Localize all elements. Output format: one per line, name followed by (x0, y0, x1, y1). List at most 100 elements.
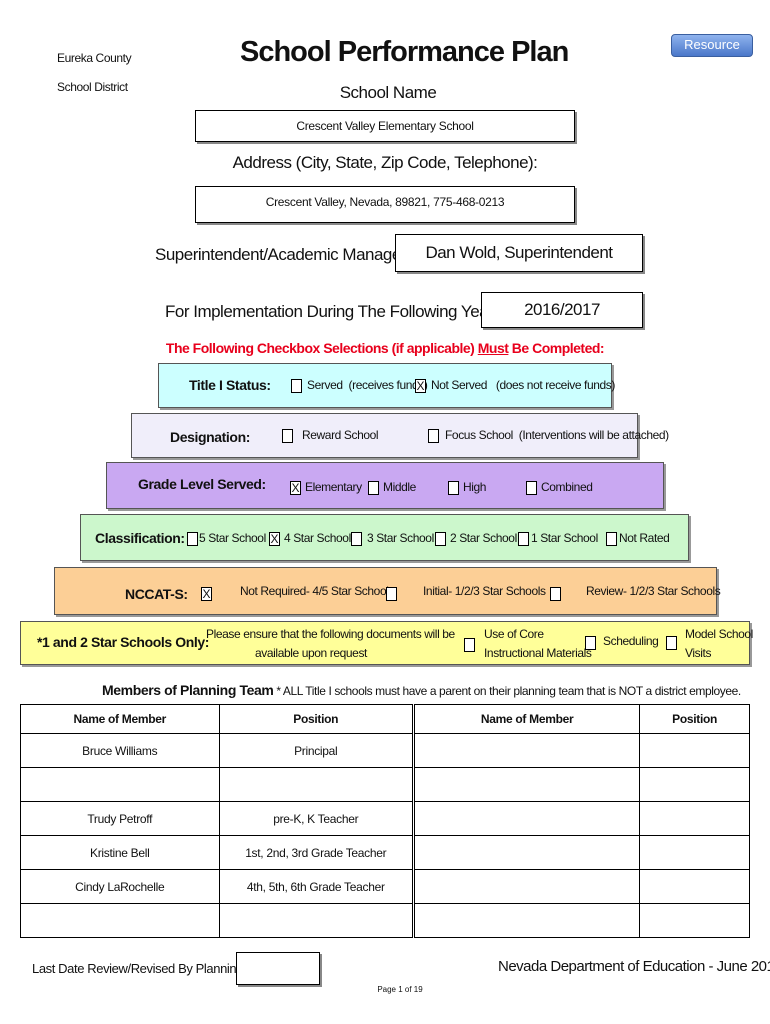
table-row[interactable] (413, 767, 750, 802)
low-star-section: *1 and 2 Star Schools Only: Please ensur… (20, 621, 753, 665)
member-position[interactable] (218, 903, 413, 938)
table-row[interactable] (20, 767, 413, 802)
low-star-note: Please ensure that the following documen… (206, 625, 455, 663)
model-visits-line1: Model School (685, 627, 753, 641)
member-name[interactable]: Cindy LaRochelle (20, 869, 220, 904)
table-row[interactable] (20, 903, 413, 938)
member-name[interactable] (413, 767, 641, 802)
not-required-checkbox[interactable]: X (201, 587, 212, 601)
title1-section: Title I Status: Served (receives funds) … (158, 363, 615, 408)
high-checkbox[interactable] (448, 481, 459, 495)
superintendent-field[interactable]: Dan Wold, Superintendent (395, 234, 643, 272)
member-position[interactable] (639, 733, 750, 768)
table-row[interactable] (413, 835, 750, 870)
core-materials-line1: Use of Core (484, 627, 544, 641)
resource-link-button[interactable]: Resource Link (671, 34, 753, 72)
scheduling-checkbox[interactable] (585, 636, 596, 650)
member-position[interactable]: 4th, 5th, 6th Grade Teacher (218, 869, 413, 904)
member-position[interactable] (639, 903, 750, 938)
member-name[interactable]: Kristine Bell (20, 835, 220, 870)
member-position[interactable] (218, 767, 413, 802)
planning-team-note: * ALL Title I schools must have a parent… (273, 684, 741, 698)
not-served-label: Not Served (does not receive funds) (431, 378, 615, 392)
2-star-label: 2 Star School (450, 531, 517, 545)
col-name-header: Name of Member (20, 704, 220, 734)
review-label: Review- 1/2/3 Star Schools (586, 584, 721, 598)
not-served-note: (does not receive funds) (495, 378, 616, 392)
initial-checkbox[interactable] (386, 587, 397, 601)
years-field[interactable]: 2016/2017 (481, 292, 643, 328)
designation-section: Designation: Reward School Focus School … (131, 413, 669, 458)
school-name-label: School Name (339, 83, 437, 102)
2-star-checkbox[interactable] (435, 532, 446, 546)
served-text: Served (307, 378, 343, 392)
review-date-field[interactable] (236, 952, 320, 985)
4-star-checkbox[interactable]: X (269, 532, 280, 546)
member-position[interactable] (639, 801, 750, 836)
table-row[interactable] (413, 903, 750, 938)
member-position[interactable]: pre-K, K Teacher (218, 801, 413, 836)
member-name[interactable] (20, 903, 220, 938)
review-checkbox[interactable] (550, 587, 561, 601)
notice-text-end: Be Completed: (508, 340, 605, 356)
5-star-label: 5 Star School (199, 531, 266, 545)
4-star-label: 4 Star School (284, 531, 351, 545)
core-materials-checkbox[interactable] (464, 638, 475, 652)
page-number: Page 1 of 19 (377, 985, 423, 994)
member-position[interactable]: Principal (218, 733, 413, 768)
low-star-note-line1: Please ensure that the following documen… (206, 627, 455, 641)
focus-checkbox[interactable] (428, 429, 439, 443)
notice-must: Must (477, 340, 509, 356)
member-name[interactable]: Bruce Williams (20, 733, 220, 768)
member-name[interactable] (413, 835, 641, 870)
nccat-label: NCCAT-S: (125, 586, 188, 602)
served-checkbox[interactable] (291, 379, 302, 393)
table-header-row: Name of Member Position (413, 704, 750, 734)
address-label: Address (City, State, Zip Code, Telephon… (232, 153, 538, 172)
school-name-field[interactable]: Crescent Valley Elementary School (195, 110, 575, 142)
high-label: High (463, 480, 487, 494)
member-name[interactable] (413, 733, 641, 768)
elementary-checkbox[interactable]: X (290, 481, 301, 495)
planning-team-table-right: Name of Member Position (413, 704, 750, 938)
member-name[interactable] (20, 767, 220, 802)
not-rated-checkbox[interactable] (606, 532, 617, 546)
not-served-text: Not Served (431, 378, 488, 392)
table-row[interactable] (413, 801, 750, 836)
member-name[interactable] (413, 869, 641, 904)
table-row[interactable] (413, 869, 750, 904)
table-header-row: Name of Member Position (20, 704, 413, 734)
member-name[interactable] (413, 903, 641, 938)
combined-checkbox[interactable] (526, 481, 537, 495)
middle-checkbox[interactable] (368, 481, 379, 495)
grade-level-section: Grade Level Served: X Elementary Middle … (106, 462, 664, 509)
1-star-checkbox[interactable] (518, 532, 529, 546)
3-star-checkbox[interactable] (351, 532, 362, 546)
member-name[interactable]: Trudy Petroff (20, 801, 220, 836)
member-position[interactable] (639, 835, 750, 870)
1-star-label: 1 Star School (531, 531, 598, 545)
address-field[interactable]: Crescent Valley, Nevada, 89821, 775-468-… (195, 186, 575, 223)
district-subtitle: School District (57, 80, 128, 94)
col-position-header: Position (639, 704, 750, 734)
model-visits-checkbox[interactable] (666, 636, 677, 650)
table-row[interactable] (413, 733, 750, 768)
page-title: School Performance Plan (240, 36, 569, 68)
reward-checkbox[interactable] (282, 429, 293, 443)
district-name: Eureka County (57, 51, 132, 65)
nccat-section: NCCAT-S: X Not Required- 4/5 Star School… (54, 567, 721, 615)
member-position[interactable] (639, 767, 750, 802)
col-position-header: Position (218, 704, 413, 734)
agency-footer: Nevada Department of Education - June 20… (498, 958, 770, 975)
not-served-checkbox[interactable]: X (415, 379, 426, 393)
member-position[interactable] (639, 869, 750, 904)
member-name[interactable] (413, 801, 641, 836)
5-star-checkbox[interactable] (187, 532, 198, 546)
combined-label: Combined (541, 480, 593, 494)
address-value: Crescent Valley, Nevada, 89821, 775-468-… (265, 195, 505, 209)
member-position[interactable]: 1st, 2nd, 3rd Grade Teacher (218, 835, 413, 870)
